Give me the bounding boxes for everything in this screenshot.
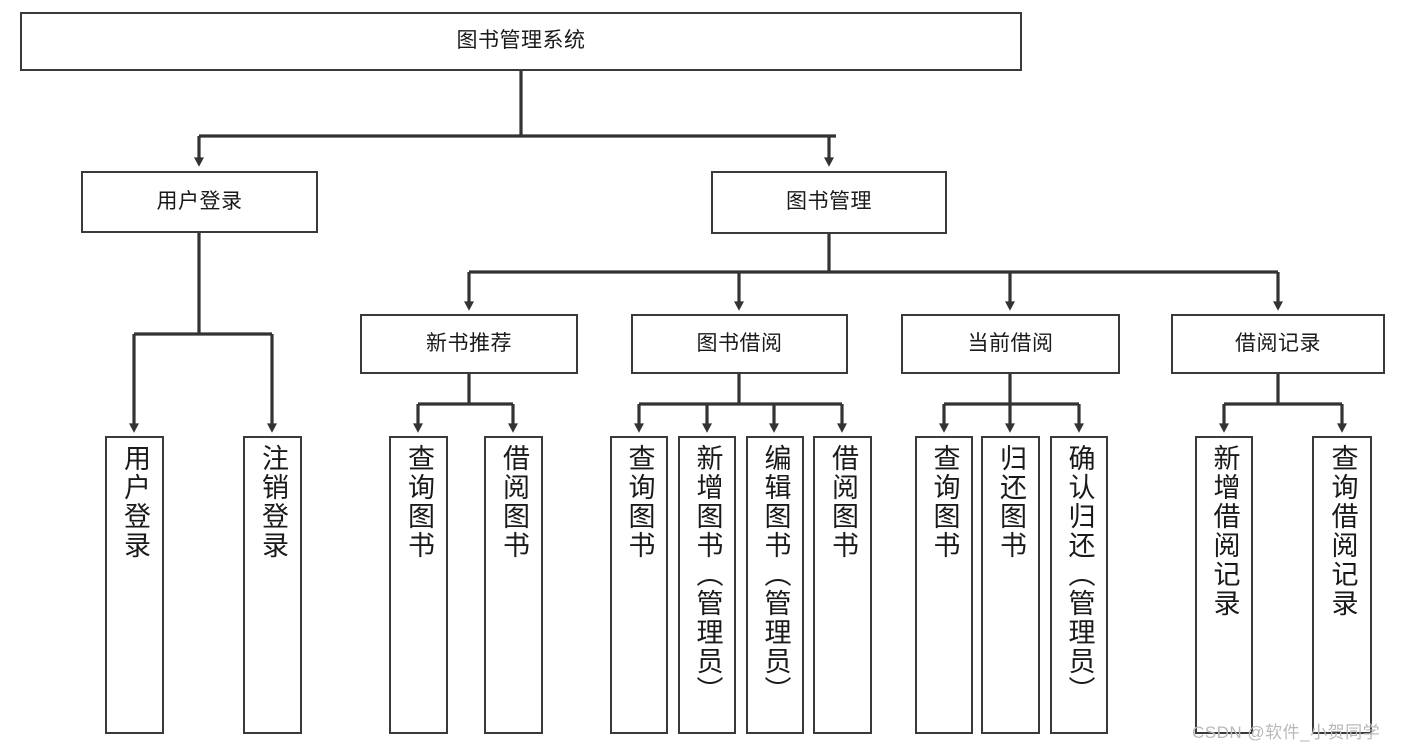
leaf-borrow-book[interactable]: 借阅图书	[813, 436, 872, 734]
leaf-add-borrow-record[interactable]: 新增借阅记录	[1195, 436, 1253, 734]
leaf-borrow-book-recommend[interactable]: 借阅图书	[484, 436, 543, 734]
node-new-book-recommend[interactable]: 新书推荐	[360, 314, 578, 374]
leaf-query-book-recommend[interactable]: 查询图书	[389, 436, 448, 734]
node-root[interactable]: 图书管理系统	[20, 12, 1022, 71]
node-user-login-label: 用户登录	[156, 189, 243, 213]
node-root-label: 图书管理系统	[456, 29, 586, 53]
leaf-confirm-return-admin-label: 确认归还（管理员）	[1064, 444, 1095, 705]
leaf-user-login[interactable]: 用户登录	[105, 436, 164, 734]
node-current-borrow[interactable]: 当前借阅	[901, 314, 1120, 374]
node-current-borrow-label: 当前借阅	[967, 331, 1054, 355]
node-book-borrow[interactable]: 图书借阅	[631, 314, 848, 374]
leaf-query-borrow-record-label: 查询借阅记录	[1327, 444, 1358, 618]
leaf-add-borrow-record-label: 新增借阅记录	[1209, 444, 1240, 618]
watermark-text: CSDN @软件_小贺同学	[1192, 723, 1381, 742]
leaf-return-book-label: 归还图书	[996, 444, 1026, 560]
leaf-logout[interactable]: 注销登录	[243, 436, 302, 734]
node-book-management[interactable]: 图书管理	[711, 171, 947, 234]
leaf-add-book-admin-label: 新增图书（管理员）	[692, 444, 723, 705]
leaf-query-book-recommend-label: 查询图书	[404, 444, 434, 560]
leaf-add-book-admin[interactable]: 新增图书（管理员）	[678, 436, 736, 734]
leaf-query-book-current-label: 查询图书	[929, 444, 960, 560]
leaf-query-borrow-record[interactable]: 查询借阅记录	[1312, 436, 1372, 734]
node-book-management-label: 图书管理	[786, 190, 872, 214]
node-new-book-recommend-label: 新书推荐	[426, 331, 512, 355]
leaf-edit-book-admin[interactable]: 编辑图书（管理员）	[746, 436, 804, 734]
leaf-query-book-borrow-label: 查询图书	[624, 444, 655, 560]
leaf-edit-book-admin-label: 编辑图书（管理员）	[760, 444, 791, 705]
leaf-borrow-book-recommend-label: 借阅图书	[499, 444, 529, 560]
node-user-login[interactable]: 用户登录	[81, 171, 318, 233]
leaf-query-book-current[interactable]: 查询图书	[915, 436, 973, 734]
node-book-borrow-label: 图书借阅	[696, 331, 783, 355]
leaf-confirm-return-admin[interactable]: 确认归还（管理员）	[1050, 436, 1108, 734]
leaf-user-login-label: 用户登录	[120, 444, 150, 560]
node-borrow-record-label: 借阅记录	[1235, 331, 1321, 355]
leaf-query-book-borrow[interactable]: 查询图书	[610, 436, 668, 734]
node-borrow-record[interactable]: 借阅记录	[1171, 314, 1385, 374]
leaf-borrow-book-label: 借阅图书	[828, 444, 858, 560]
leaf-logout-label: 注销登录	[258, 444, 288, 560]
leaf-return-book[interactable]: 归还图书	[981, 436, 1040, 734]
